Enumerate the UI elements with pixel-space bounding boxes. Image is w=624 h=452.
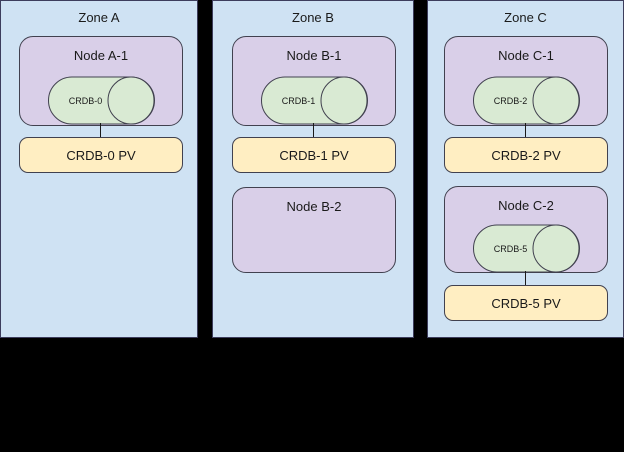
zone-container-b[interactable]: Zone B Node B-1 CRDB-1 CRDB-1 PV Node B-…: [212, 0, 414, 338]
connector-node-c-1-to-pv: [525, 123, 526, 137]
database-cylinder-crdb-2[interactable]: CRDB-2: [473, 76, 580, 125]
pv-box-crdb-5[interactable]: CRDB-5 PV: [444, 285, 608, 321]
pv-label-crdb-5: CRDB-5 PV: [491, 295, 561, 311]
zone-title-a: Zone A: [78, 10, 120, 25]
node-box-b-2[interactable]: Node B-2: [232, 187, 396, 273]
node-box-a-1[interactable]: Node A-1 CRDB-0: [19, 36, 183, 126]
pv-box-crdb-0[interactable]: CRDB-0 PV: [19, 137, 183, 173]
node-box-c-2[interactable]: Node C-2 CRDB-5: [444, 186, 608, 273]
pv-box-crdb-1[interactable]: CRDB-1 PV: [232, 137, 396, 173]
node-title-b-1: Node B-1: [286, 48, 342, 63]
pv-label-crdb-1: CRDB-1 PV: [279, 147, 349, 163]
database-cylinder-crdb-0[interactable]: CRDB-0: [48, 76, 155, 125]
database-cylinder-crdb-5[interactable]: CRDB-5: [473, 224, 580, 273]
zone-title-b: Zone B: [292, 10, 334, 25]
pv-label-crdb-2: CRDB-2 PV: [491, 147, 561, 163]
connector-node-b-1-to-pv: [313, 123, 314, 137]
connector-node-a-1-to-pv: [100, 123, 101, 137]
node-title-c-2: Node C-2: [498, 198, 554, 213]
zone-container-a[interactable]: Zone A Node A-1 CRDB-0 CRDB-0 PV: [0, 0, 198, 338]
pv-label-crdb-0: CRDB-0 PV: [66, 147, 136, 163]
node-title-b-2: Node B-2: [286, 199, 342, 214]
node-box-b-1[interactable]: Node B-1 CRDB-1: [232, 36, 396, 126]
database-cylinder-crdb-1[interactable]: CRDB-1: [261, 76, 368, 125]
connector-node-c-2-to-pv: [525, 271, 526, 285]
node-box-c-1[interactable]: Node C-1 CRDB-2: [444, 36, 608, 126]
zone-container-c[interactable]: Zone C Node C-1 CRDB-2 CRDB-2 PV Node C-…: [427, 0, 624, 338]
node-title-a-1: Node A-1: [73, 48, 129, 63]
zone-title-c: Zone C: [504, 10, 547, 25]
pv-box-crdb-2[interactable]: CRDB-2 PV: [444, 137, 608, 173]
node-title-c-1: Node C-1: [498, 48, 554, 63]
